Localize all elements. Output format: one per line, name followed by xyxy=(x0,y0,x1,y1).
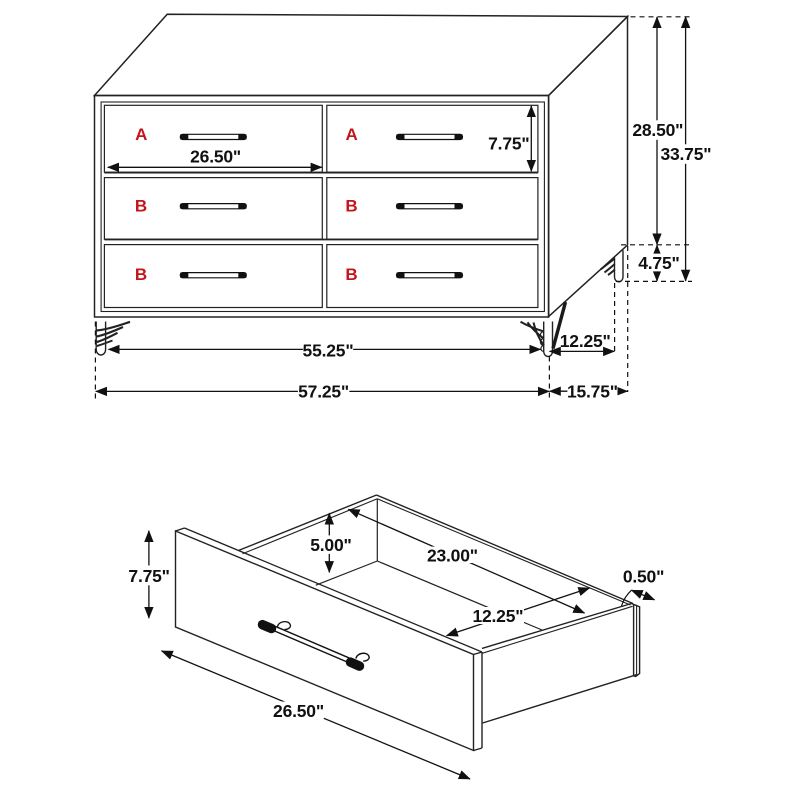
svg-text:26.50": 26.50" xyxy=(190,147,241,167)
svg-text:23.00": 23.00" xyxy=(427,545,478,565)
svg-text:15.75": 15.75" xyxy=(567,382,618,402)
svg-text:B: B xyxy=(345,265,357,284)
svg-text:B: B xyxy=(135,197,147,216)
svg-text:5.00": 5.00" xyxy=(310,535,351,555)
svg-text:7.75": 7.75" xyxy=(128,566,169,586)
svg-text:55.25": 55.25" xyxy=(303,340,354,360)
svg-text:A: A xyxy=(345,125,357,144)
svg-text:26.50": 26.50" xyxy=(273,701,324,721)
svg-text:12.25": 12.25" xyxy=(560,331,611,351)
svg-text:B: B xyxy=(345,197,357,216)
svg-text:33.75": 33.75" xyxy=(660,144,711,164)
svg-text:0.50": 0.50" xyxy=(623,567,664,587)
svg-text:B: B xyxy=(135,265,147,284)
svg-text:A: A xyxy=(135,125,147,144)
svg-text:7.75": 7.75" xyxy=(488,133,529,153)
svg-text:4.75": 4.75" xyxy=(638,253,679,273)
svg-text:28.50": 28.50" xyxy=(632,120,683,140)
svg-text:12.25": 12.25" xyxy=(472,606,523,626)
svg-text:57.25": 57.25" xyxy=(298,382,349,402)
